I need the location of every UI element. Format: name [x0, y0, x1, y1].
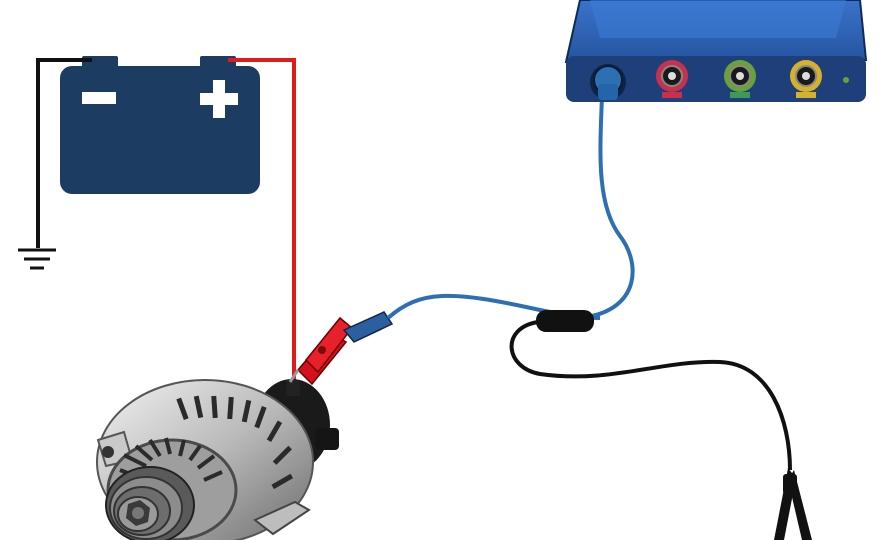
plus-sign-icon	[200, 80, 238, 118]
oscilloscope-icon	[564, 0, 868, 102]
ground-symbol-icon	[18, 248, 56, 270]
alternator-icon	[96, 379, 339, 540]
battery-body	[60, 66, 260, 194]
probe-lead-black	[509, 320, 792, 471]
lead-splitter	[536, 310, 594, 332]
bnc-connector-d	[790, 60, 822, 98]
crocodile-clip-icon	[288, 316, 354, 386]
probe-lead-blue-to-scope	[591, 95, 635, 318]
battery	[60, 56, 260, 194]
minus-sign-icon	[82, 92, 116, 104]
bnc-connector-a	[590, 64, 626, 100]
probe-connector	[342, 311, 394, 343]
status-led	[843, 77, 849, 83]
scope-front-panel	[566, 56, 866, 102]
bnc-connector-c	[724, 60, 756, 98]
crocodile-clip-icon	[774, 468, 812, 540]
positive-wire	[228, 58, 296, 392]
bnc-connector-b	[656, 60, 688, 98]
negative-wire	[36, 58, 92, 248]
